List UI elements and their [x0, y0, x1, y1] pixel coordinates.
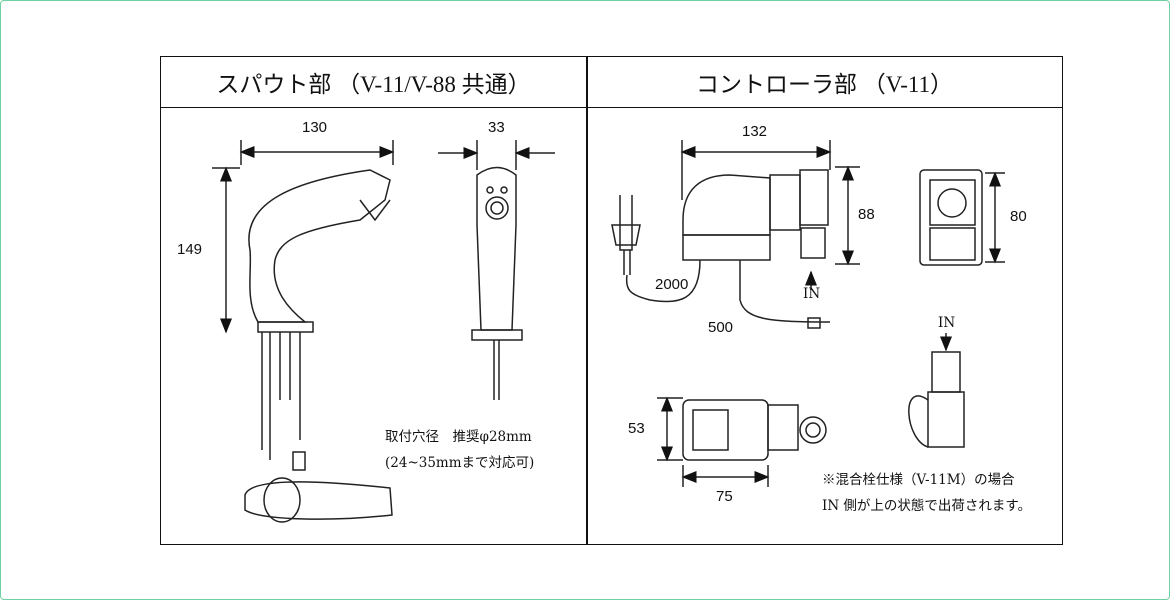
controller-width-dimension: 132 [742, 123, 768, 140]
spout-section-header: スパウト部 （V-11/V-88 共通） [161, 57, 586, 108]
controller-side-view [919, 169, 1005, 266]
spec-table: スパウト部 （V-11/V-88 共通） コントローラ部 （V-11） [160, 56, 1063, 545]
controller-height-dimension: 88 [858, 206, 875, 223]
mixing-valve-note: ※混合栓仕様（V-11M）の場合 [822, 472, 1015, 488]
mixing-inlet-label: IN [938, 315, 956, 331]
spout-width-dimension: 130 [302, 119, 328, 136]
mixing-valve-view [908, 333, 965, 448]
controller-bottom-view [657, 396, 827, 487]
bottom-width-dimension: 75 [716, 488, 733, 505]
controller-top-view [611, 140, 860, 329]
inlet-label: IN [803, 286, 821, 302]
spout-side-view [212, 140, 395, 523]
mounting-hole-note: 取付穴径 推奨φ28mm [385, 429, 532, 445]
spout-front-view [438, 140, 555, 400]
power-cord-length: 2000 [655, 276, 689, 293]
spout-height-dimension: 149 [177, 241, 203, 258]
wire-length: 500 [708, 319, 734, 336]
bottom-height-dimension: 53 [628, 420, 645, 437]
mounting-hole-range-note: (24~35mmまで対応可) [385, 455, 535, 471]
controller-side-height-dimension: 80 [1010, 208, 1027, 225]
shipping-orientation-note: IN 側が上の状態で出荷されます。 [822, 498, 1032, 514]
spout-front-width-dimension: 33 [488, 119, 505, 136]
column-divider [586, 57, 588, 544]
controller-section-header: コントローラ部 （V-11） [587, 57, 1062, 108]
